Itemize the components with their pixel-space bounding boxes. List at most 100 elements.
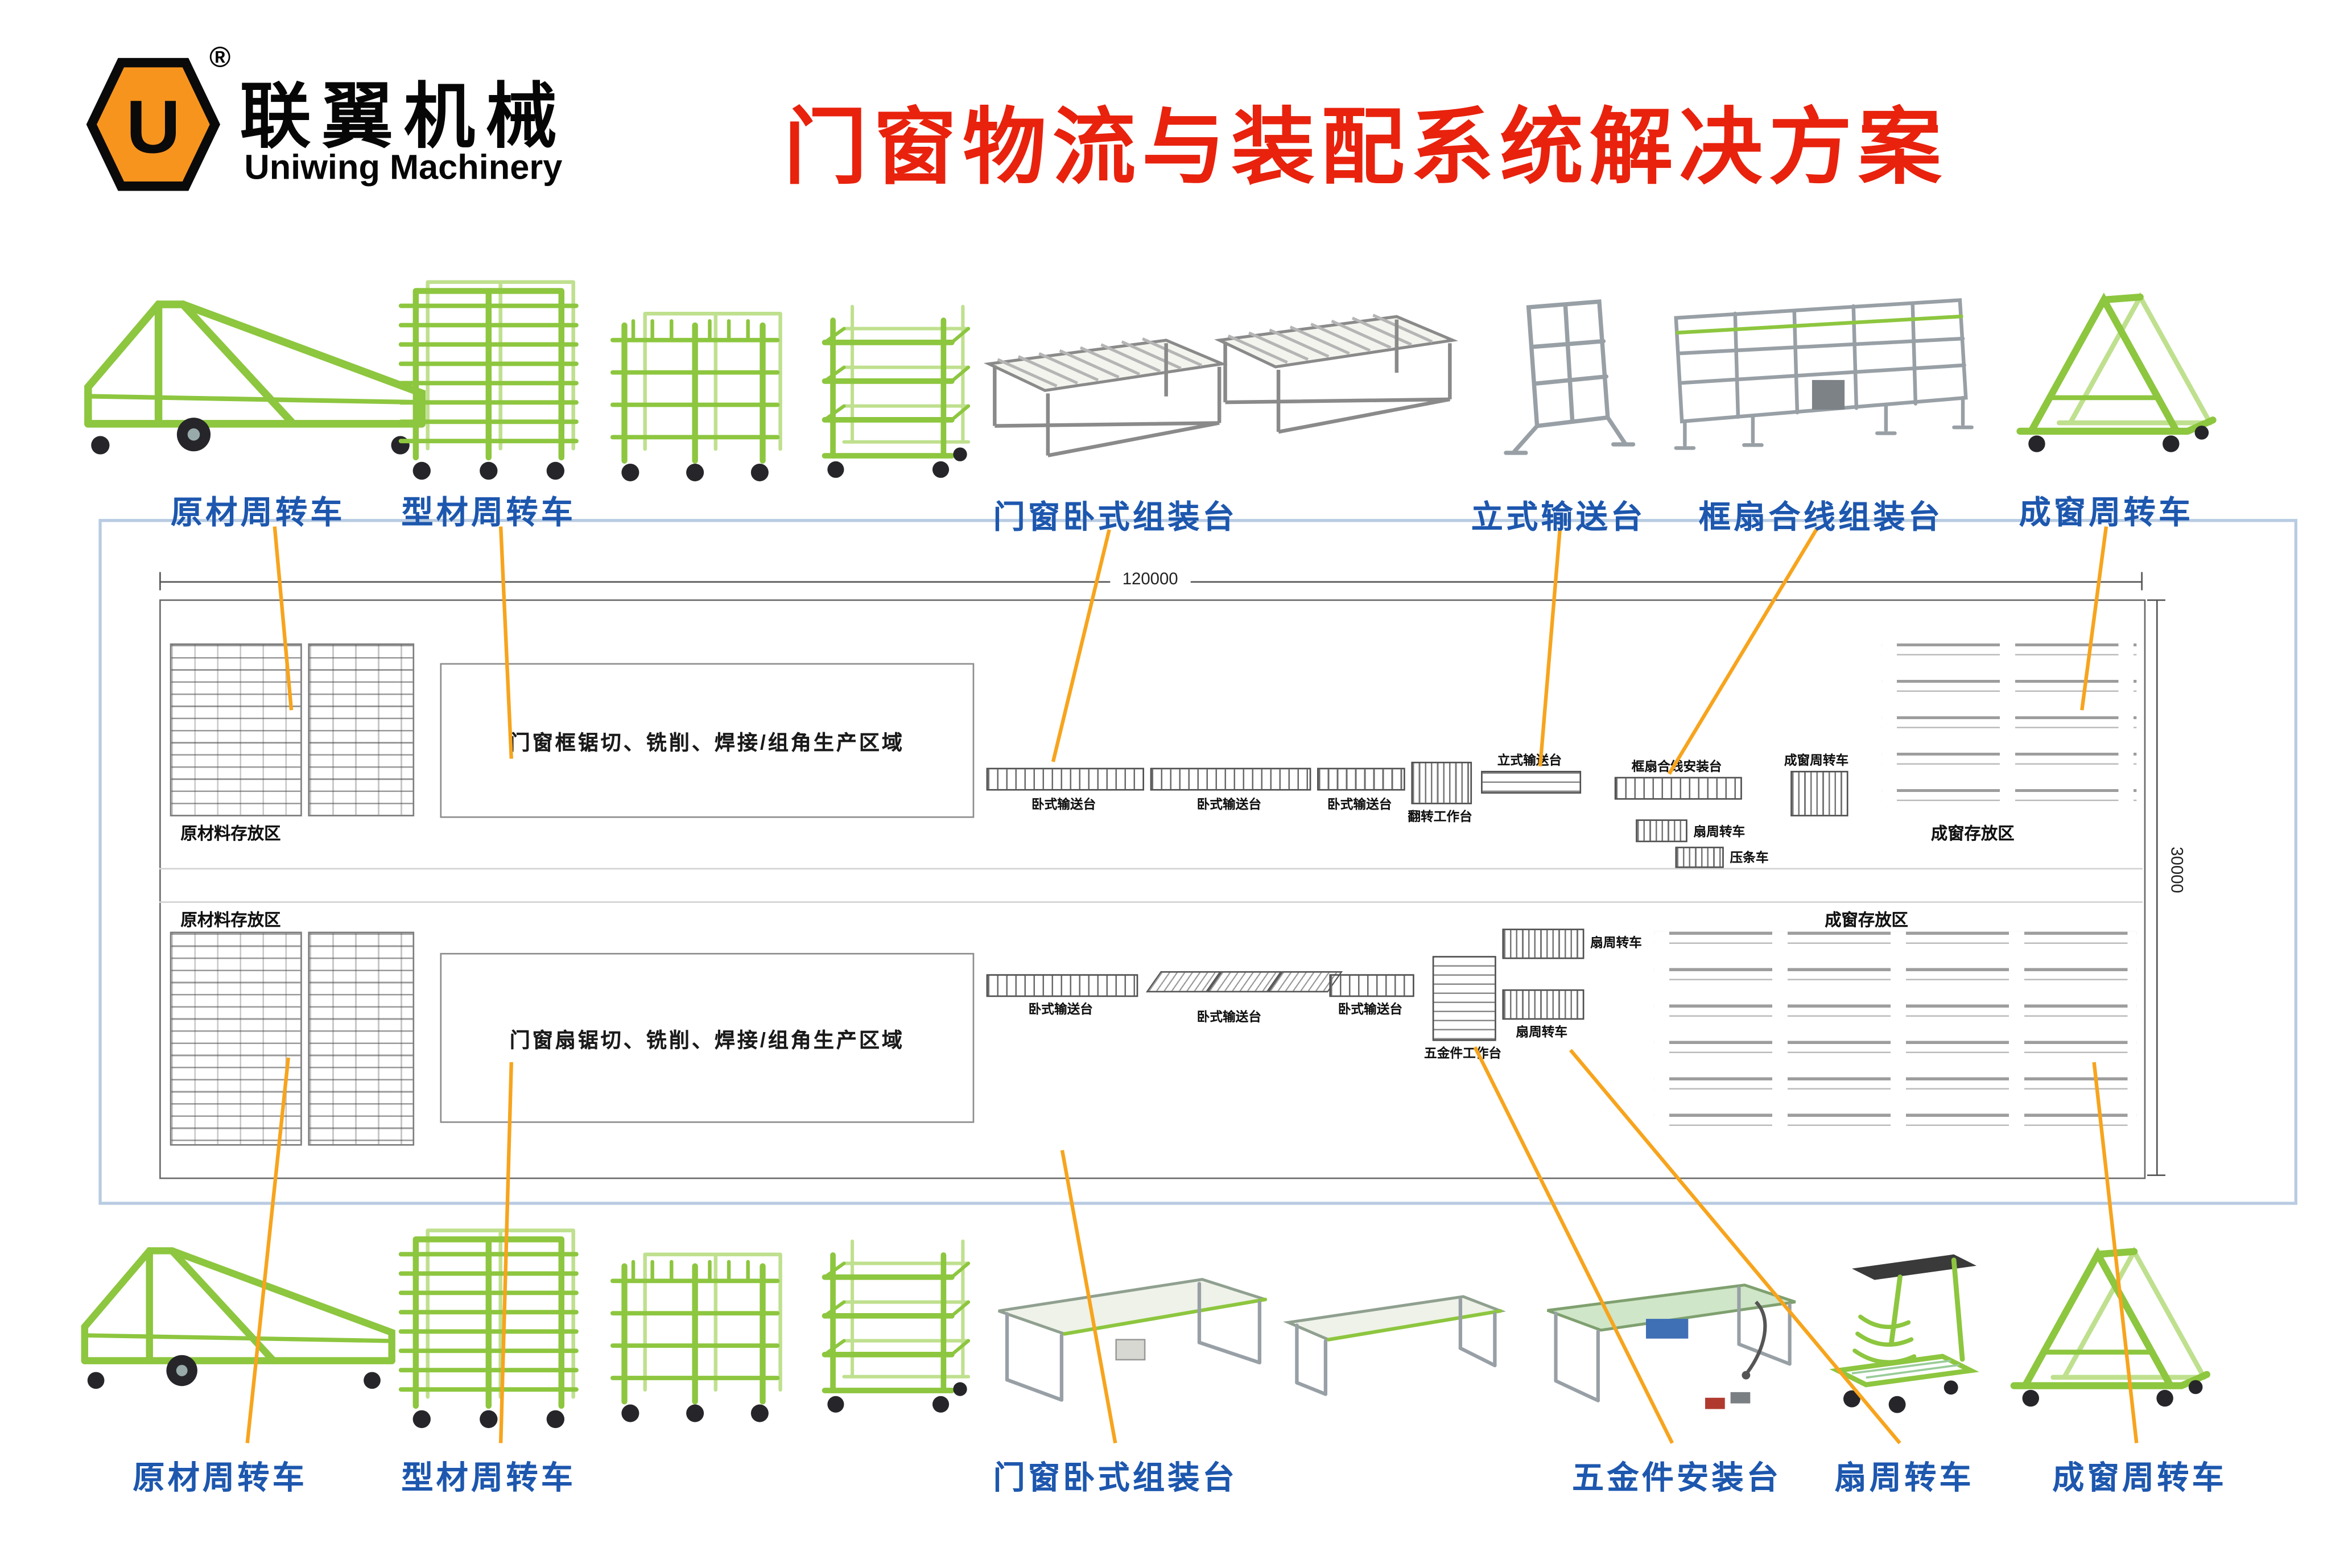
conveyor-lower-1-label: 卧式输送台 (1028, 1001, 1093, 1017)
frame-assembly-machine-icon (1674, 298, 1974, 450)
sash-cart-lower-box-1 (1502, 929, 1584, 959)
conveyor-lower-2-label: 卧式输送台 (1196, 1009, 1262, 1025)
bead-cart-box (1675, 847, 1724, 868)
conveyor-upper-1-label: 卧式输送台 (1031, 797, 1096, 812)
horizontal-assembly-table-top (983, 296, 1461, 466)
finished-storage-lower-label: 成窗存放区 (1825, 911, 1908, 930)
finished-storage-lower (1654, 931, 2137, 1138)
hardware-worktable-label: 五金件工作台 (1424, 1045, 1502, 1061)
shelf-cart-bottom (816, 1226, 971, 1426)
sash-cart-bottom (1818, 1247, 1988, 1417)
raw-material-cart-top (79, 288, 431, 461)
sash-cart-upper-label: 扇周转车 (1693, 824, 1746, 839)
conveyor-upper-1 (986, 768, 1144, 791)
label-vertical-conveyor-top: 立式输送台 (1471, 501, 1646, 536)
conveyor-lower-3-label: 卧式输送台 (1338, 1001, 1403, 1017)
shelf-cart-icon (822, 304, 971, 478)
dimension-tick (2147, 599, 2165, 601)
vertical-conveyor-top (1495, 288, 1639, 471)
conveyor-upper-2 (1150, 768, 1311, 791)
raw-storage-rack-lower-a (170, 931, 302, 1146)
open-rack-cart-bottom (601, 1241, 792, 1430)
page-title: 门窗物流与装配系统解决方案 (783, 100, 1948, 195)
profile-cart-bottom (391, 1222, 585, 1437)
sash-cart-lower-label-1: 扇周转车 (1590, 934, 1642, 950)
label-sash-cart-bottom: 扇周转车 (1834, 1461, 1974, 1496)
conveyor-upper-2-label: 卧式输送台 (1196, 797, 1262, 812)
horizontal-assembly-table-bottom (979, 1256, 1517, 1414)
sash-cart-lower-label-2: 扇周转车 (1516, 1024, 1568, 1039)
dimension-depth: 30000 (2167, 847, 2185, 893)
bar-rack-cart-icon (398, 1228, 579, 1429)
dimension-tick (159, 572, 161, 591)
a-frame-cart-icon (2016, 292, 2217, 452)
label-profile-cart-top: 型材周转车 (401, 496, 576, 531)
raw-storage-label-upper: 原材料存放区 (180, 825, 281, 844)
a-frame-cart-icon (2010, 1246, 2210, 1407)
roller-conveyor-table-icon (983, 296, 1461, 466)
bar-rack-cart-icon (398, 280, 579, 480)
label-raw-material-cart-bottom: 原材周转车 (133, 1461, 308, 1496)
brand-name-cn: 联翼机械 (240, 76, 568, 156)
hexagon-logo-icon: U (86, 57, 221, 191)
shelf-cart-icon (822, 1239, 971, 1413)
raw-storage-rack-upper-a (170, 643, 302, 816)
registered-trademark: ® (209, 42, 231, 75)
conveyor-lower-1 (986, 974, 1138, 997)
pin-rack-cart-icon (610, 312, 782, 481)
sash-cart-lower-box-2 (1502, 989, 1584, 1020)
dimension-tick (2147, 1174, 2165, 1177)
raw-material-cart-bottom (73, 1237, 403, 1394)
conveyor-upper-3 (1317, 768, 1405, 791)
finished-storage-upper-label: 成窗存放区 (1930, 825, 2015, 844)
shelf-cart-top (816, 291, 971, 492)
label-horizontal-table-top: 门窗卧式组装台 (993, 501, 1238, 536)
label-profile-cart-bottom: 型材周转车 (401, 1461, 576, 1496)
svg-text:U: U (126, 84, 180, 168)
conveyor-lower-3 (1329, 974, 1414, 997)
sash-production-area: 门窗扇锯切、铣削、焊接/组角生产区域 (440, 952, 975, 1123)
label-horizontal-table-bottom: 门窗卧式组装台 (993, 1461, 1238, 1496)
frame-production-area-label: 门窗框锯切、铣削、焊接/组角生产区域 (509, 731, 905, 754)
triangle-cart-icon (84, 300, 426, 455)
label-hardware-table-bottom: 五金件安装台 (1572, 1461, 1782, 1496)
brand-name-en: Uniwing Machinery (244, 147, 563, 187)
label-finished-window-cart-bottom: 成窗周转车 (2052, 1461, 2227, 1496)
sash-production-area-label: 门窗扇锯切、铣削、焊接/组角生产区域 (509, 1029, 905, 1052)
frame-production-area: 门窗框锯切、铣削、焊接/组角生产区域 (440, 663, 975, 818)
bead-cart-label: 压条车 (1730, 849, 1769, 865)
profile-cart-top (391, 273, 585, 489)
raw-storage-rack-lower-b (308, 931, 415, 1146)
raw-storage-rack-upper-b (308, 643, 415, 816)
dimension-tick (2141, 572, 2143, 591)
triangle-cart-icon (81, 1247, 395, 1389)
hardware-worktable-box (1432, 956, 1496, 1041)
pin-rack-cart-icon (610, 1252, 782, 1422)
sash-cart-upper-box (1636, 819, 1687, 843)
vertical-conveyor-plan-box (1481, 770, 1582, 794)
label-frame-sash-line-top: 框扇合线组装台 (1698, 501, 1944, 536)
finished-cart-plan-label: 成窗周转车 (1784, 752, 1849, 768)
frame-sash-install-box (1614, 777, 1742, 800)
label-raw-material-cart-top: 原材周转车 (171, 496, 345, 531)
flat-assembly-tables-icon (998, 1278, 1507, 1402)
flip-worktable-box (1411, 761, 1472, 804)
open-rack-cart-top (601, 300, 792, 489)
finished-storage-upper (1881, 643, 2137, 814)
aisle-line (159, 868, 2143, 870)
uniwing-logo-icon: U (84, 55, 223, 194)
frame-sash-install-label: 框扇合线安装台 (1631, 758, 1722, 774)
plan-main-border (159, 599, 2146, 1179)
finished-window-cart-bottom (2000, 1232, 2212, 1422)
hook-cart-icon (1829, 1254, 1979, 1413)
aisle-line (159, 901, 2143, 903)
vertical-conveyor-plan-label: 立式输送台 (1497, 752, 1562, 768)
dimension-length: 120000 (1110, 570, 1190, 589)
frame-sash-line-machine-top (1661, 288, 1980, 463)
dimension-line-right (2156, 599, 2158, 1177)
finished-cart-plan-box (1790, 770, 1848, 816)
hardware-install-table-bottom (1529, 1262, 1810, 1420)
hardware-table-icon (1546, 1284, 1796, 1409)
conveyor-upper-3-label: 卧式输送台 (1327, 797, 1392, 812)
